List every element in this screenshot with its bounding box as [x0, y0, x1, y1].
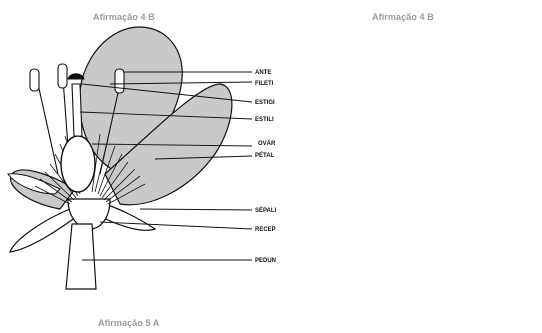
caption-top-right: Afirmação 4 B	[372, 12, 434, 22]
label-stigma: ESTIGI	[255, 100, 275, 106]
label-receptacle: RECEP	[255, 227, 276, 233]
label-peduncle: PEDUN	[255, 258, 276, 264]
stigma	[68, 74, 84, 79]
label-petal: PÉTAL	[255, 151, 275, 159]
label-style: ESTILI	[255, 117, 274, 123]
ovary	[61, 136, 95, 192]
label-ovary: OVÁR	[258, 140, 276, 147]
caption-bottom: Afirmação 5 A	[98, 318, 160, 328]
label-sepal: SÉPALI	[255, 206, 277, 214]
peduncle	[66, 224, 96, 289]
flower-diagram: ANTE FILETI ESTIGI ESTILI OVÁR PÉTAL SÉP…	[0, 24, 285, 292]
label-filament: FILETI	[255, 81, 274, 87]
caption-top-left: Afirmação 4 B	[93, 12, 155, 22]
style	[72, 84, 82, 136]
label-anther: ANTE	[255, 70, 271, 76]
